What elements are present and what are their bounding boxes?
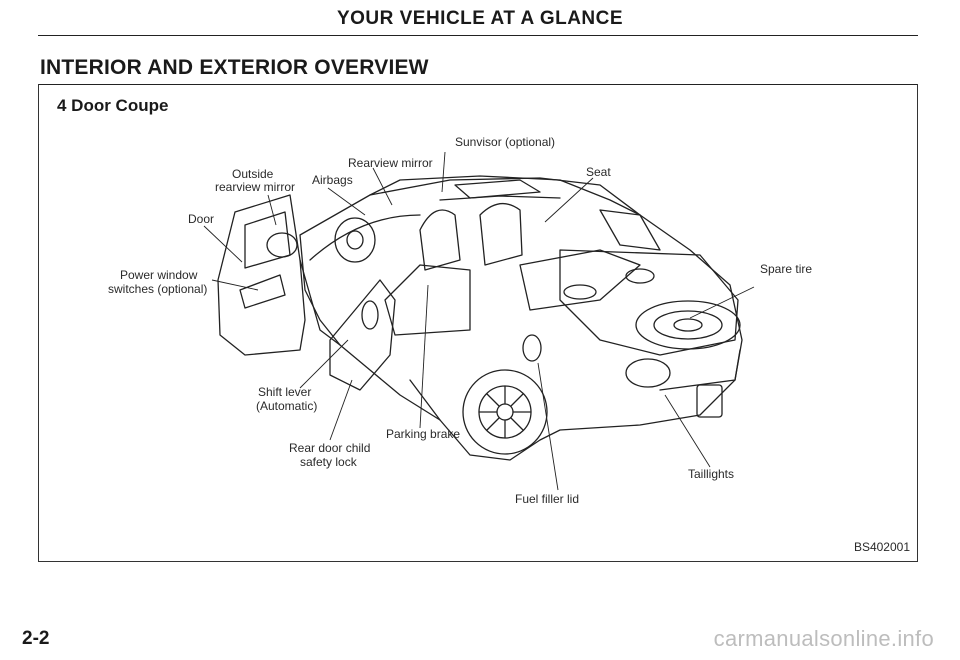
label-power-window-line2: switches (optional) — [108, 282, 208, 296]
label-sunvisor: Sunvisor (optional) — [455, 135, 556, 149]
header-title: YOUR VEHICLE AT A GLANCE — [336, 8, 624, 29]
label-airbags: Airbags — [312, 173, 353, 187]
label-door: Door — [188, 212, 215, 226]
section-title: INTERIOR AND EXTERIOR OVERVIEW — [40, 56, 429, 79]
label-outside-mirror-line2: rearview mirror — [215, 180, 296, 194]
label-rearview-mirror: Rearview mirror — [348, 156, 433, 170]
page-number: 2-2 — [22, 628, 50, 649]
label-spare-tire: Spare tire — [760, 262, 813, 276]
figure-code: BS402001 — [853, 540, 910, 554]
label-fuel-filler-lid: Fuel filler lid — [515, 492, 580, 506]
label-outside-mirror-line1: Outside — [232, 167, 274, 181]
label-power-window-line1: Power window — [120, 268, 198, 282]
header-divider — [38, 35, 918, 36]
label-seat: Seat — [586, 165, 611, 179]
label-shift-lever-line2: (Automatic) — [256, 399, 318, 413]
label-shift-lever-line1: Shift lever — [258, 385, 312, 399]
figure-model-label: 4 Door Coupe — [57, 96, 169, 115]
figure-frame — [38, 84, 918, 562]
label-rear-door-lock-line1: Rear door child — [289, 441, 371, 455]
label-rear-door-lock-line2: safety lock — [300, 455, 357, 469]
label-parking-brake: Parking brake — [386, 427, 461, 441]
section-divider — [38, 84, 918, 85]
watermark-text: carmanualsonline.info — [713, 626, 934, 651]
label-taillights: Taillights — [688, 467, 735, 481]
